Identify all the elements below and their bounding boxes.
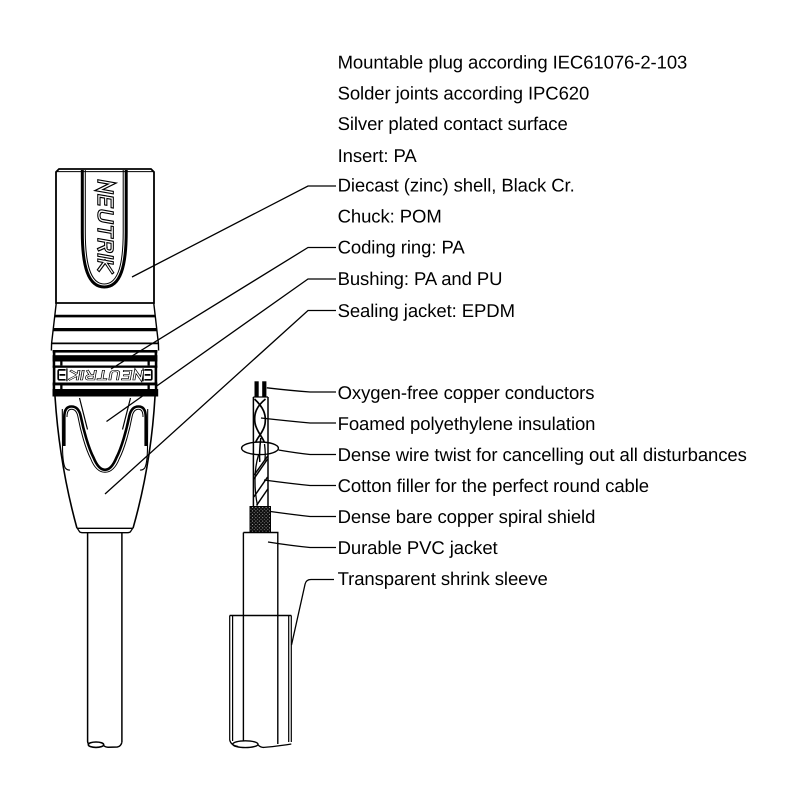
svg-text:Transparent shrink sleeve: Transparent shrink sleeve — [338, 568, 548, 589]
svg-text:Dense wire twist for cancellin: Dense wire twist for cancelling out all … — [338, 444, 747, 465]
svg-text:Coding ring: PA: Coding ring: PA — [338, 236, 466, 257]
svg-text:Bushing: PA and PU: Bushing: PA and PU — [338, 268, 503, 289]
svg-text:Silver plated contact surface: Silver plated contact surface — [338, 113, 568, 134]
svg-text:Mountable plug according IEC61: Mountable plug according IEC61076-2-103 — [338, 51, 688, 72]
svg-text:Durable PVC jacket: Durable PVC jacket — [338, 537, 498, 558]
svg-text:Cotton filler for the perfect: Cotton filler for the perfect round cabl… — [338, 475, 649, 496]
svg-text:Oxygen-free copper conductors: Oxygen-free copper conductors — [338, 382, 595, 403]
svg-text:Insert: PA: Insert: PA — [338, 145, 418, 166]
svg-text:Chuck: POM: Chuck: POM — [338, 205, 442, 226]
svg-text:Solder joints according IPC620: Solder joints according IPC620 — [338, 82, 590, 103]
svg-text:Diecast (zinc) shell, Black Cr: Diecast (zinc) shell, Black Cr. — [338, 175, 575, 196]
svg-text:Sealing jacket: EPDM: Sealing jacket: EPDM — [338, 300, 515, 321]
svg-text:Foamed polyethylene insulation: Foamed polyethylene insulation — [338, 413, 596, 434]
svg-text:Dense bare copper spiral shiel: Dense bare copper spiral shield — [338, 506, 596, 527]
